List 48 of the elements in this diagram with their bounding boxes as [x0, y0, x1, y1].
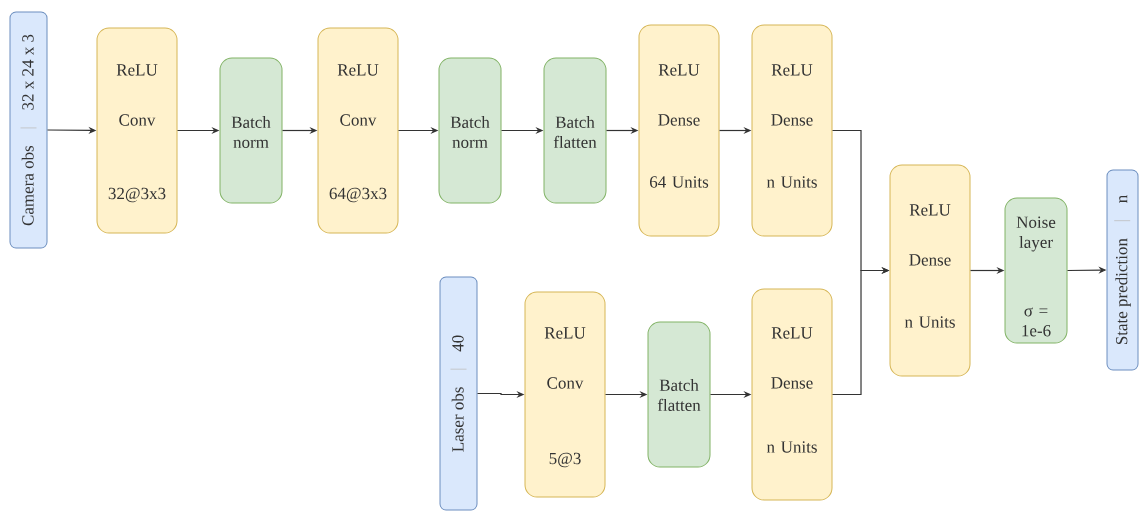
node-label: 32 x 24 x 3 [22, 34, 34, 110]
node-label: Camera obs [21, 145, 34, 226]
node-label: ReLU [909, 204, 951, 216]
node-label: Noise layer [1016, 216, 1056, 252]
node-label: Conv [547, 377, 584, 389]
layer-box [524, 291, 606, 498]
layer-box [317, 27, 399, 234]
node-label: n Units [904, 316, 955, 328]
input-box [9, 11, 48, 249]
layer-box [1004, 197, 1068, 344]
node-label: n Units [766, 441, 817, 453]
node-label: ReLU [771, 327, 813, 339]
node-label: σ = 1e-6 [1022, 307, 1051, 337]
node-label: State prediction [1115, 238, 1131, 345]
layer-box [438, 57, 502, 204]
node-label: ReLU [337, 64, 379, 76]
node-label: Conv [340, 114, 377, 126]
node-label: Laser obs [451, 387, 464, 452]
layer-box [543, 57, 607, 204]
node-label: n [1119, 195, 1128, 203]
layer-box [751, 24, 833, 237]
node-label: 64@3x3 [329, 187, 387, 203]
layer-box [889, 164, 971, 377]
node-label: ReLU [116, 64, 158, 76]
node-label: 5@3 [549, 452, 581, 468]
node-label: Conv [119, 114, 156, 126]
node-label: n Units [766, 176, 817, 188]
node-label: Batch flatten [553, 116, 597, 148]
node-label: Dense [909, 254, 951, 266]
node-label: 64 Units [650, 176, 709, 188]
layer-box [647, 321, 711, 468]
node-label: Batch flatten [657, 379, 701, 411]
layer-box [96, 27, 178, 234]
node-label: ReLU [658, 64, 700, 76]
node-label: Batch norm [450, 116, 490, 148]
input-box [439, 276, 478, 511]
node-label: 40 [452, 335, 464, 352]
node-label: Dense [771, 377, 813, 389]
node-label: Dense [658, 114, 700, 126]
input-box [1106, 169, 1139, 371]
node-label: 32@3x3 [108, 187, 166, 203]
layer-box [638, 24, 720, 237]
layer-box [219, 57, 283, 204]
layer-box [751, 288, 833, 501]
node-label: Batch norm [231, 116, 271, 148]
node-label: Dense [771, 114, 813, 126]
node-label: ReLU [544, 327, 586, 339]
node-label: ReLU [771, 64, 813, 76]
